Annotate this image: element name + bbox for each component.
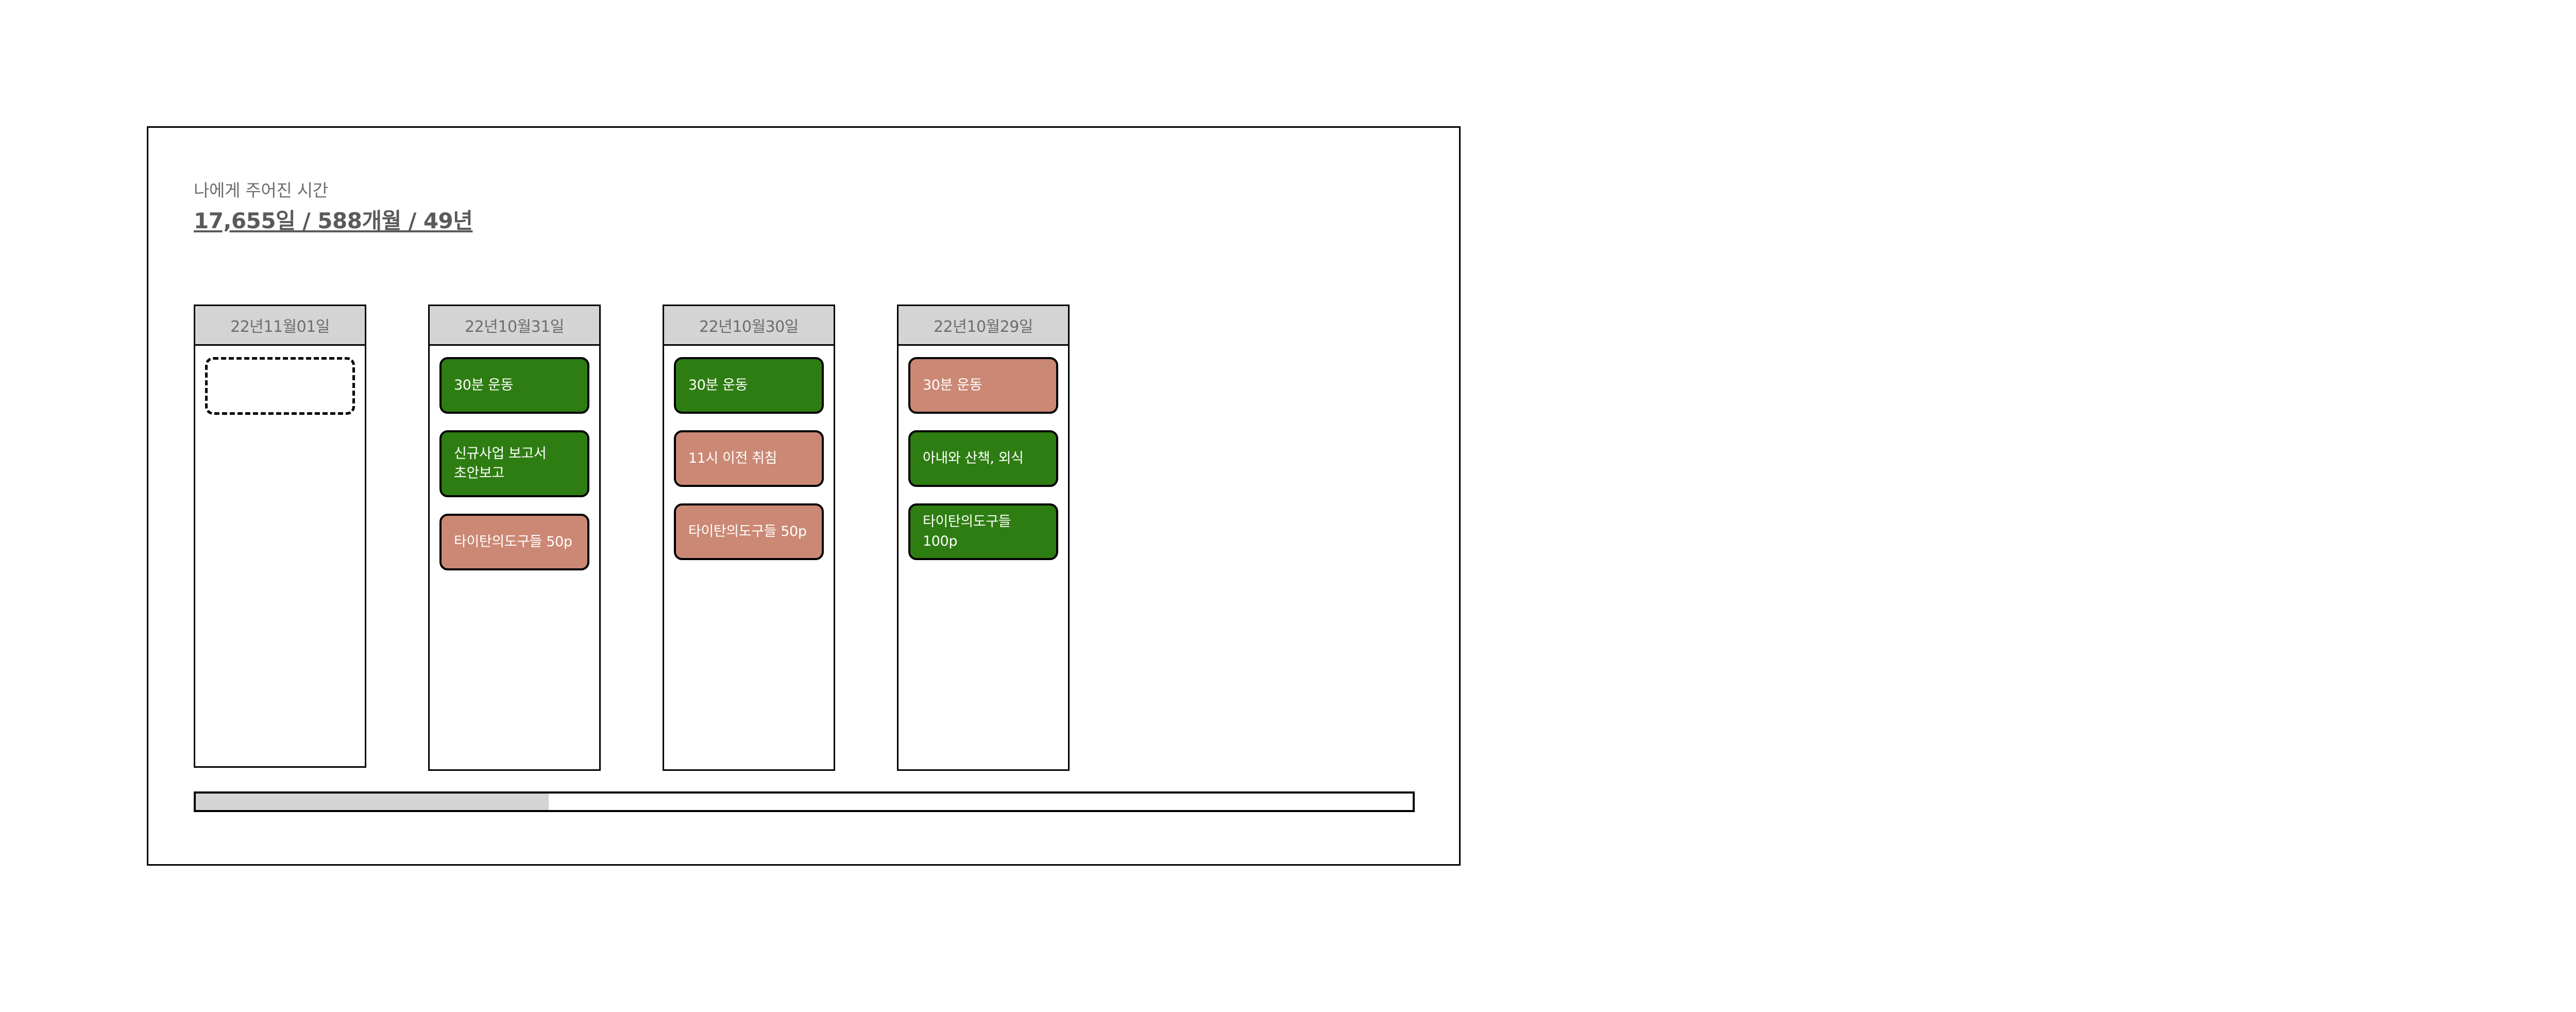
task-card[interactable]: 아내와 산책, 외식 xyxy=(908,430,1058,487)
empty-task-placeholder[interactable] xyxy=(205,357,355,415)
app-window: 나에게 주어진 시간 17,655일 / 588개월 / 49년 22년11월0… xyxy=(147,126,1461,866)
task-card[interactable]: 30분 운동 xyxy=(908,357,1058,414)
task-card[interactable]: 타이탄의도구들 100p xyxy=(908,503,1058,560)
scrollbar-thumb[interactable] xyxy=(196,794,549,810)
task-card[interactable]: 30분 운동 xyxy=(674,357,824,414)
day-column-date-header: 22년10월29일 xyxy=(897,305,1070,344)
task-card[interactable]: 타이탄의도구들 50p xyxy=(439,514,589,570)
page-subtitle: 나에게 주어진 시간 xyxy=(194,180,328,200)
task-card[interactable]: 타이탄의도구들 50p xyxy=(674,503,824,560)
day-column-date-header: 22년11월01일 xyxy=(194,305,366,344)
day-column-body[interactable] xyxy=(194,344,366,768)
page-title: 17,655일 / 588개월 / 49년 xyxy=(194,208,473,233)
task-card[interactable]: 30분 운동 xyxy=(439,357,589,414)
horizontal-scrollbar[interactable] xyxy=(194,791,1415,812)
day-column-date-header: 22년10월30일 xyxy=(663,305,835,344)
day-column-date-header: 22년10월31일 xyxy=(428,305,601,344)
page-header: 나에게 주어진 시간 17,655일 / 588개월 / 49년 xyxy=(194,179,1018,235)
task-card[interactable]: 신규사업 보고서 초안보고 xyxy=(439,430,589,497)
task-card[interactable]: 11시 이전 취침 xyxy=(674,430,824,487)
day-column: 22년11월01일 xyxy=(194,305,366,768)
